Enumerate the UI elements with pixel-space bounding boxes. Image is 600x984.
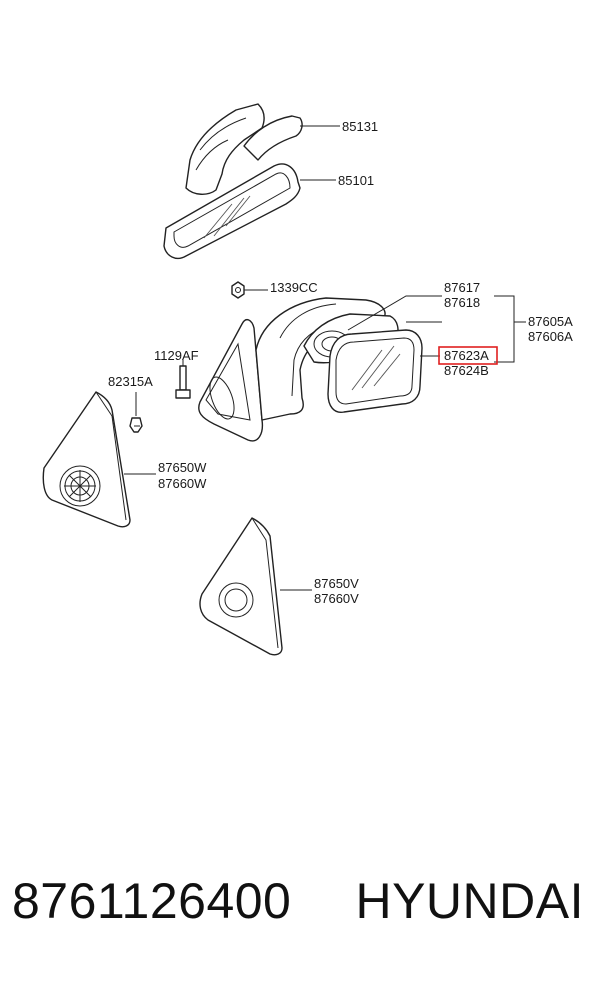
label-87660w: 87660W <box>158 476 207 491</box>
outside-mirror-assembly <box>198 297 423 442</box>
footer: 8761126400 HYUNDAI <box>0 872 600 952</box>
label-1339cc: 1339CC <box>270 280 318 295</box>
delta-cover-87650v <box>199 517 283 656</box>
label-87618: 87618 <box>444 295 480 310</box>
label-87623a: 87623A <box>444 348 489 363</box>
screw-1339cc <box>231 281 245 299</box>
highlight-box-87623a <box>438 346 498 365</box>
label-82315a: 82315A <box>108 374 153 389</box>
label-85131: 85131 <box>342 119 378 134</box>
bolt-1129af <box>175 365 191 399</box>
label-87650w: 87650W <box>158 460 207 475</box>
label-87624b: 87624B <box>444 363 489 378</box>
leader-lines <box>124 125 526 591</box>
part-number: 8761126400 <box>12 873 292 929</box>
label-87617: 87617 <box>444 280 480 295</box>
brand-name: HYUNDAI <box>355 873 584 929</box>
label-87605a: 87605A <box>528 314 573 329</box>
label-87660v: 87660V <box>314 591 359 606</box>
interior-mirror-85101 <box>163 163 301 260</box>
label-85101: 85101 <box>338 173 374 188</box>
delta-cover-87650w <box>42 391 131 528</box>
mirror-cover-85131 <box>185 103 303 195</box>
label-87650v: 87650V <box>314 576 359 591</box>
label-1129af: 1129AF <box>154 348 199 363</box>
clip-82315a <box>129 417 143 433</box>
label-87606a: 87606A <box>528 329 573 344</box>
